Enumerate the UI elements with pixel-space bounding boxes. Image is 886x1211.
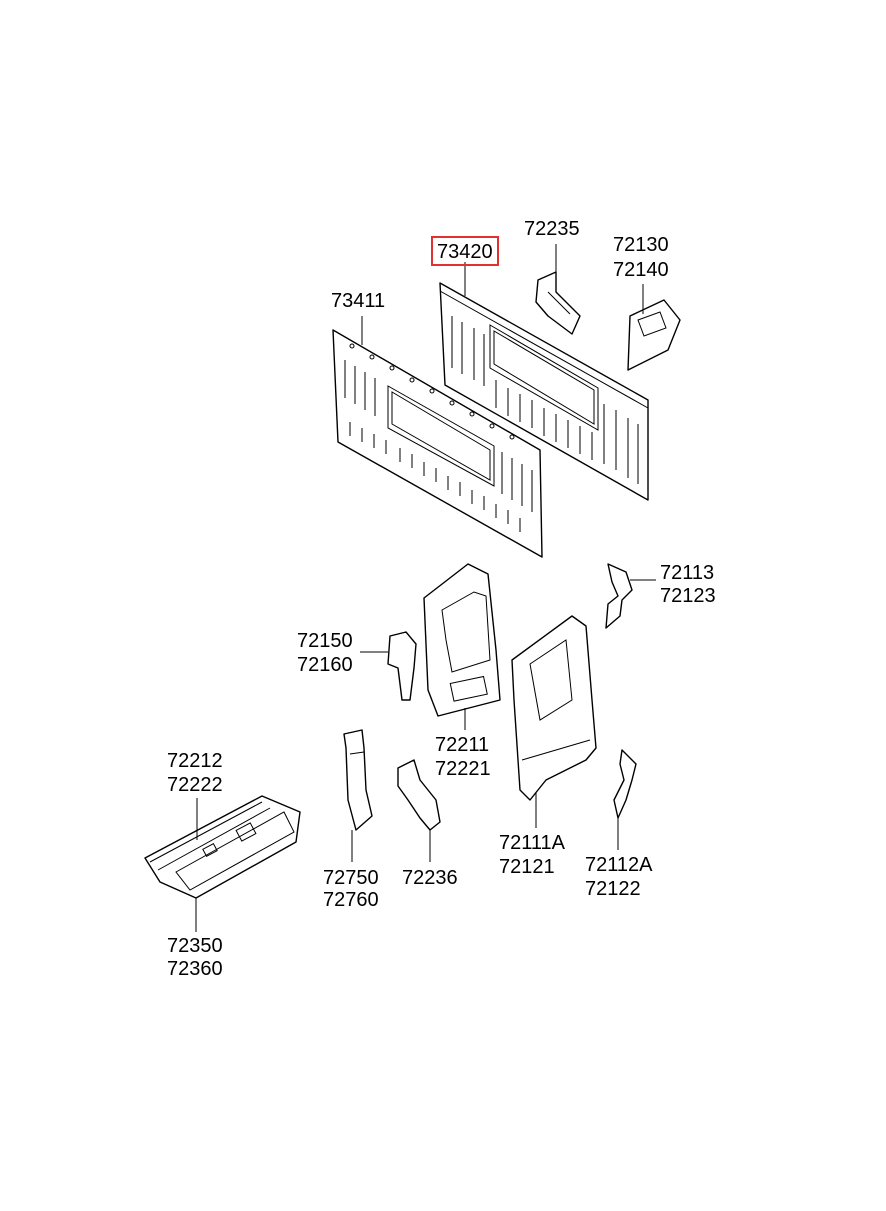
- part-72130-bracket[interactable]: [627, 299, 681, 371]
- label-72750[interactable]: 72750: [323, 867, 379, 889]
- label-73411[interactable]: 73411: [331, 290, 386, 312]
- label-72236[interactable]: 72236: [402, 867, 458, 889]
- label-72211[interactable]: 72211: [435, 734, 490, 756]
- label-72111A[interactable]: 72111A: [499, 832, 565, 854]
- part-72236-bracket[interactable]: [397, 759, 441, 831]
- part-72750-pillar[interactable]: [343, 729, 373, 831]
- label-72150[interactable]: 72150: [297, 630, 353, 652]
- label-72130[interactable]: 72130: [613, 234, 669, 256]
- part-72212-side-member[interactable]: [144, 795, 301, 899]
- label-72112A[interactable]: 72112A: [585, 854, 653, 876]
- part-72235-bracket[interactable]: [535, 271, 581, 335]
- part-73420-rear-panel[interactable]: [439, 282, 649, 501]
- label-72360[interactable]: 72360: [167, 958, 223, 980]
- label-72113[interactable]: 72113: [660, 562, 715, 584]
- part-72211-inner-quarter[interactable]: [423, 563, 501, 717]
- label-72222[interactable]: 72222: [167, 774, 223, 796]
- label-72140[interactable]: 72140: [613, 259, 669, 281]
- part-73411-inner-panel[interactable]: [332, 329, 543, 558]
- label-72221[interactable]: 72221: [435, 758, 491, 780]
- label-72121[interactable]: 72121: [499, 856, 555, 878]
- label-72212[interactable]: 72212: [167, 750, 223, 772]
- part-72112A-bracket[interactable]: [613, 749, 637, 819]
- label-72122[interactable]: 72122: [585, 878, 641, 900]
- label-72160[interactable]: 72160: [297, 654, 353, 676]
- label-72235[interactable]: 72235: [524, 218, 580, 240]
- label-72123[interactable]: 72123: [660, 585, 716, 607]
- label-72350[interactable]: 72350: [167, 935, 223, 957]
- part-72113-bracket[interactable]: [605, 563, 633, 629]
- part-72150-bracket[interactable]: [387, 631, 417, 701]
- label-73420-highlighted[interactable]: 73420: [431, 236, 499, 266]
- part-72111A-outer-quarter[interactable]: [511, 615, 597, 801]
- label-72760[interactable]: 72760: [323, 889, 379, 911]
